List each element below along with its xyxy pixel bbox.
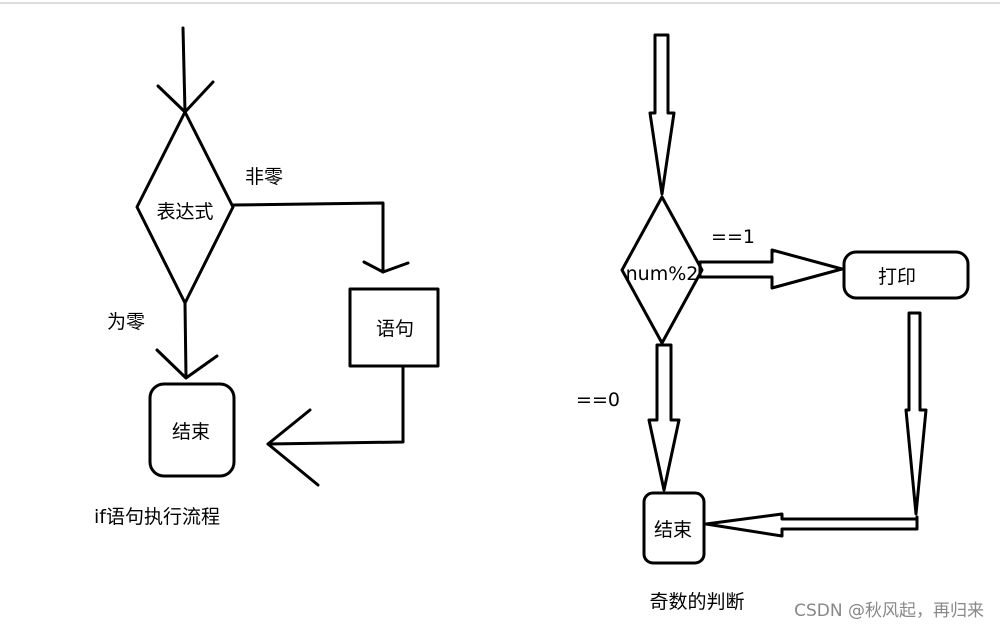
left-nonzero-arrowhead xyxy=(362,260,410,274)
right-return-hollow-arrow xyxy=(704,512,919,538)
left-return-line xyxy=(266,364,405,446)
left-caption: if语句执行流程 xyxy=(94,506,220,528)
watermark: CSDN @秋风起，再归来 xyxy=(794,601,984,621)
right-entry-hollow-arrow xyxy=(648,33,676,196)
left-return-arrowhead xyxy=(266,408,320,487)
right-eq1-label: ==1 xyxy=(711,226,755,248)
right-print-label: 打印 xyxy=(878,266,916,288)
left-zero-label: 为零 xyxy=(107,311,145,333)
left-entry-line xyxy=(181,26,187,114)
right-eq1-hollow-arrow xyxy=(698,248,844,290)
left-nonzero-line xyxy=(231,201,385,274)
right-print-down-hollow-arrow xyxy=(904,311,928,516)
right-eq0-hollow-arrow xyxy=(647,343,681,492)
left-decision-label: 表达式 xyxy=(156,201,213,223)
right-eq0-label: ==0 xyxy=(576,389,620,411)
right-caption: 奇数的判断 xyxy=(649,591,744,613)
left-zero-line xyxy=(183,301,188,379)
left-end-box xyxy=(148,382,236,478)
right-print-box xyxy=(842,250,970,300)
left-statement-label: 语句 xyxy=(376,318,414,340)
right-end-label: 结束 xyxy=(654,519,692,541)
right-end-box xyxy=(642,491,706,565)
left-statement-box xyxy=(348,287,440,368)
left-nonzero-label: 非零 xyxy=(245,166,283,188)
right-decision-label: num%2 xyxy=(626,263,699,285)
left-zero-arrowhead xyxy=(155,348,219,380)
left-end-label: 结束 xyxy=(172,421,210,443)
right-decision-diamond xyxy=(620,195,704,345)
